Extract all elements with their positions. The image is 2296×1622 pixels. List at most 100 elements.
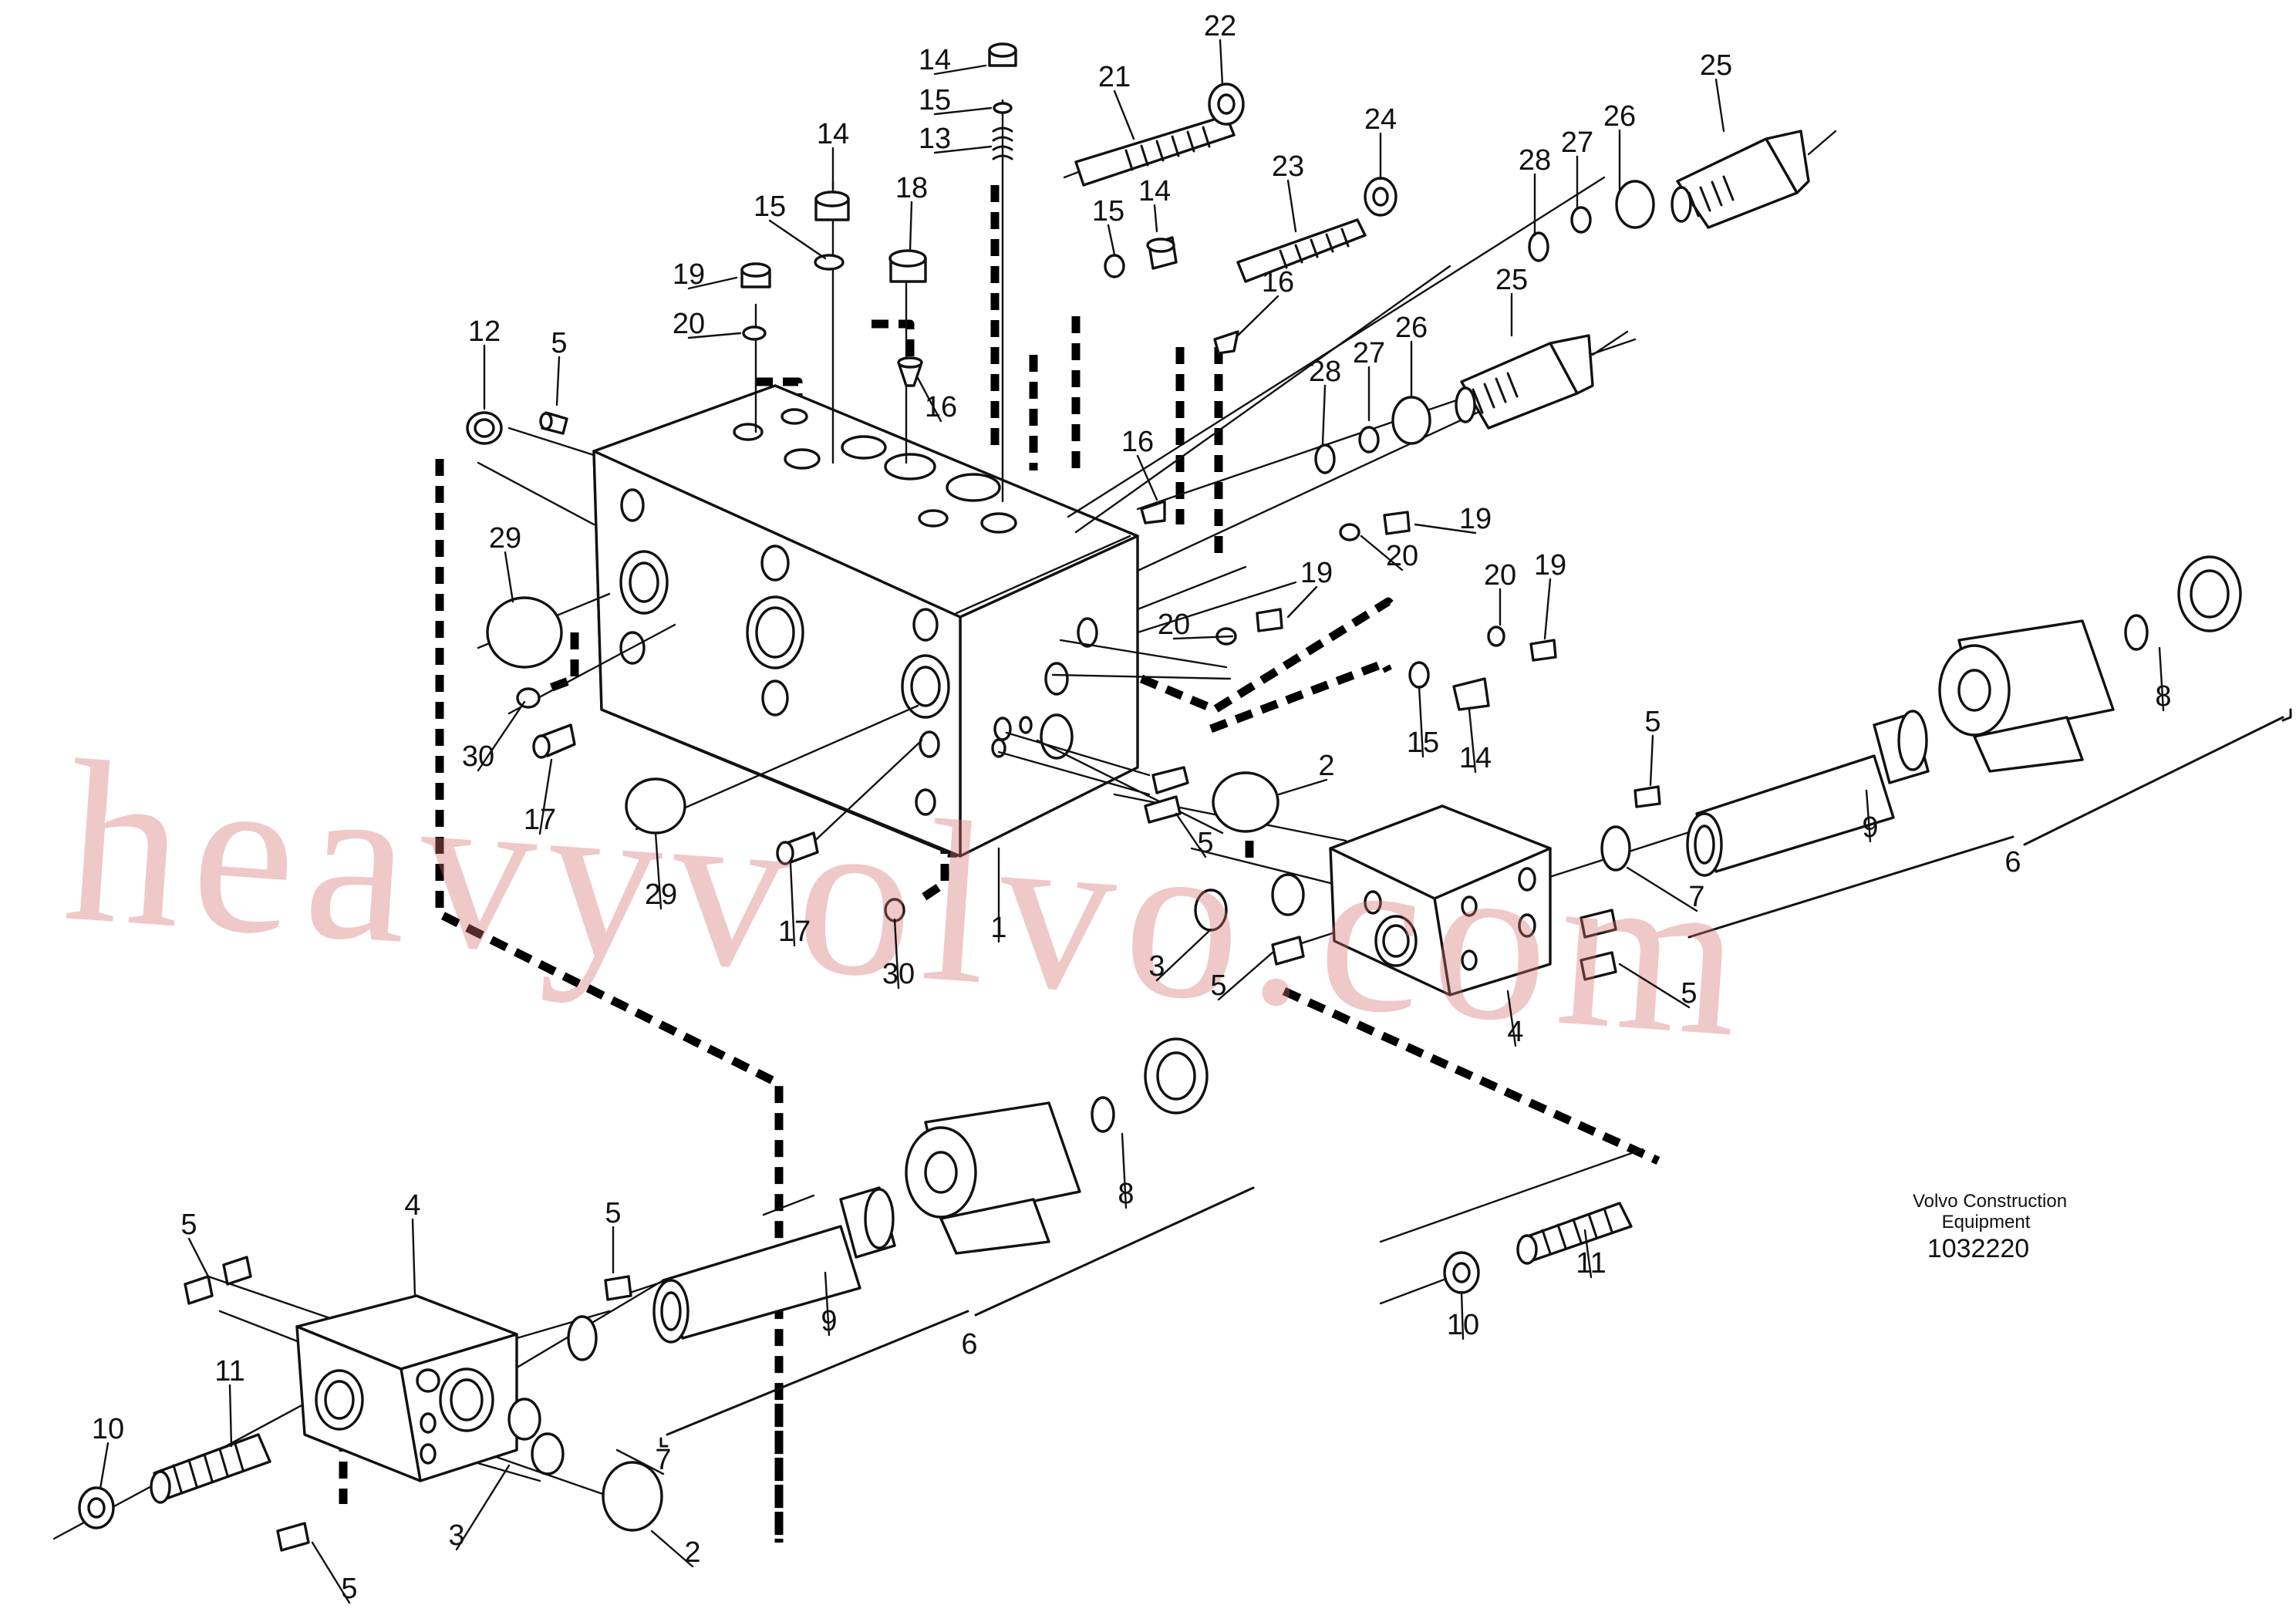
callout-24[interactable]: 24 — [1364, 103, 1397, 136]
callout-29-b[interactable]: 29 — [645, 878, 677, 911]
callout-4-a[interactable]: 4 — [1507, 1016, 1523, 1048]
leader-line — [1618, 963, 1691, 1009]
callout-27-a[interactable]: 27 — [1561, 126, 1593, 159]
leader-line — [654, 831, 663, 910]
cartridge-valve-upper[interactable] — [1528, 130, 1837, 262]
leader-line — [311, 1541, 351, 1604]
main-valve-block[interactable] — [592, 384, 1139, 858]
callout-5-a[interactable]: 5 — [551, 327, 567, 359]
leader-line — [824, 1271, 831, 1337]
callout-14-d[interactable]: 14 — [1459, 742, 1492, 774]
callout-8-b[interactable]: 8 — [1118, 1178, 1134, 1210]
callout-18[interactable]: 18 — [895, 172, 928, 204]
callout-19-c[interactable]: 19 — [1300, 557, 1333, 589]
leader-line — [1153, 204, 1158, 233]
leader-line — [1714, 78, 1725, 133]
callout-26-b[interactable]: 26 — [1395, 312, 1428, 344]
callout-6-b[interactable]: 6 — [961, 1328, 977, 1361]
callout-13[interactable]: 13 — [919, 123, 951, 155]
callout-5-b[interactable]: 5 — [1644, 706, 1660, 738]
leader-line — [909, 201, 913, 252]
callout-14-a[interactable]: 14 — [919, 44, 951, 76]
callout-5-g[interactable]: 5 — [605, 1197, 621, 1229]
callout-25-b[interactable]: 25 — [1495, 264, 1528, 296]
callout-5-h[interactable]: 5 — [341, 1573, 357, 1605]
leader-line — [187, 1237, 210, 1278]
callout-5-f[interactable]: 5 — [180, 1209, 197, 1241]
callout-28-b[interactable]: 28 — [1309, 356, 1341, 388]
callout-12[interactable]: 12 — [468, 315, 501, 348]
callout-5-c[interactable]: 5 — [1197, 827, 1213, 859]
leader-line — [1277, 778, 1328, 796]
callout-17-b[interactable]: 17 — [778, 916, 811, 948]
leader-line — [555, 356, 561, 406]
left-solenoid-assembly[interactable] — [652, 1037, 1255, 1436]
left-valve-block[interactable] — [184, 1256, 663, 1552]
callout-5-e[interactable]: 5 — [1210, 969, 1226, 1002]
callout-20-c[interactable]: 20 — [1158, 609, 1190, 641]
cartridge-valve-lower[interactable] — [1314, 330, 1629, 474]
drawing-caption: Volvo Construction Equipment 1032220 — [1913, 1191, 2067, 1263]
callout-9-b[interactable]: 9 — [821, 1305, 837, 1337]
callout-11-a[interactable]: 11 — [1576, 1247, 1606, 1280]
callout-16-a[interactable]: 16 — [925, 391, 957, 423]
callout-14-b[interactable]: 14 — [1138, 175, 1171, 207]
leader-line — [1360, 534, 1404, 572]
callout-10-a[interactable]: 10 — [1447, 1309, 1479, 1341]
drawing-number: 1032220 — [1927, 1234, 2029, 1263]
leader-line — [538, 758, 553, 835]
callout-15-b[interactable]: 15 — [1092, 195, 1124, 228]
callout-28-a[interactable]: 28 — [1519, 144, 1551, 177]
callout-7-a[interactable]: 7 — [1688, 881, 1704, 913]
leader-line — [1175, 812, 1207, 858]
right-valve-block[interactable] — [1329, 785, 1661, 996]
callout-20-b[interactable]: 20 — [1386, 540, 1418, 572]
callout-25-a[interactable]: 25 — [1700, 49, 1732, 82]
callout-5-d[interactable]: 5 — [1681, 977, 1697, 1010]
callout-19-b[interactable]: 19 — [1459, 503, 1492, 535]
callout-7-b[interactable]: 7 — [655, 1444, 671, 1476]
callout-27-b[interactable]: 27 — [1353, 337, 1385, 369]
callout-30-a[interactable]: 30 — [462, 740, 494, 773]
leader-line — [455, 1464, 511, 1551]
leader-line — [411, 1218, 416, 1297]
leader-line — [477, 700, 526, 772]
callout-14-c[interactable]: 14 — [817, 118, 849, 150]
right-solenoid-assembly[interactable] — [1686, 555, 2284, 939]
callout-15-d[interactable]: 15 — [1407, 727, 1439, 759]
callout-19-a[interactable]: 19 — [673, 258, 705, 291]
leader-line — [687, 276, 738, 290]
callout-23[interactable]: 23 — [1272, 150, 1304, 183]
callout-4-b[interactable]: 4 — [404, 1189, 420, 1222]
leader-line — [1418, 685, 1424, 758]
leader-line — [1543, 578, 1552, 640]
callout-9-a[interactable]: 9 — [1862, 811, 1878, 844]
callout-20-d[interactable]: 20 — [1484, 559, 1516, 592]
callout-2-a[interactable]: 2 — [1318, 750, 1334, 782]
callout-30-b[interactable]: 30 — [882, 958, 915, 990]
callout-29-a[interactable]: 29 — [489, 522, 521, 555]
callout-17-a[interactable]: 17 — [524, 804, 556, 836]
leader-line — [933, 64, 987, 76]
callout-22[interactable]: 22 — [1204, 10, 1236, 42]
callout-6-a[interactable]: 6 — [2004, 846, 2021, 878]
callout-1[interactable]: 1 — [990, 912, 1006, 944]
axis-lines — [52, 99, 1748, 1540]
callout-26-a[interactable]: 26 — [1603, 100, 1636, 133]
callout-3-a[interactable]: 3 — [1148, 950, 1165, 983]
callout-8-a[interactable]: 8 — [2155, 680, 2171, 713]
callout-15-c[interactable]: 15 — [754, 191, 786, 223]
callout-20-a[interactable]: 20 — [673, 308, 705, 340]
callout-19-d[interactable]: 19 — [1534, 549, 1566, 582]
callout-10-b[interactable]: 10 — [92, 1413, 124, 1445]
callout-21[interactable]: 21 — [1098, 61, 1131, 93]
leader-line — [916, 376, 942, 423]
callout-15-a[interactable]: 15 — [919, 84, 951, 116]
studs-and-nuts — [78, 1202, 1633, 1529]
callout-16-c[interactable]: 16 — [1121, 426, 1154, 458]
callout-2-b[interactable]: 2 — [684, 1536, 700, 1569]
callout-3-b[interactable]: 3 — [448, 1519, 464, 1552]
callout-11-b[interactable]: 11 — [214, 1355, 244, 1388]
callout-16-b[interactable]: 16 — [1262, 266, 1294, 298]
